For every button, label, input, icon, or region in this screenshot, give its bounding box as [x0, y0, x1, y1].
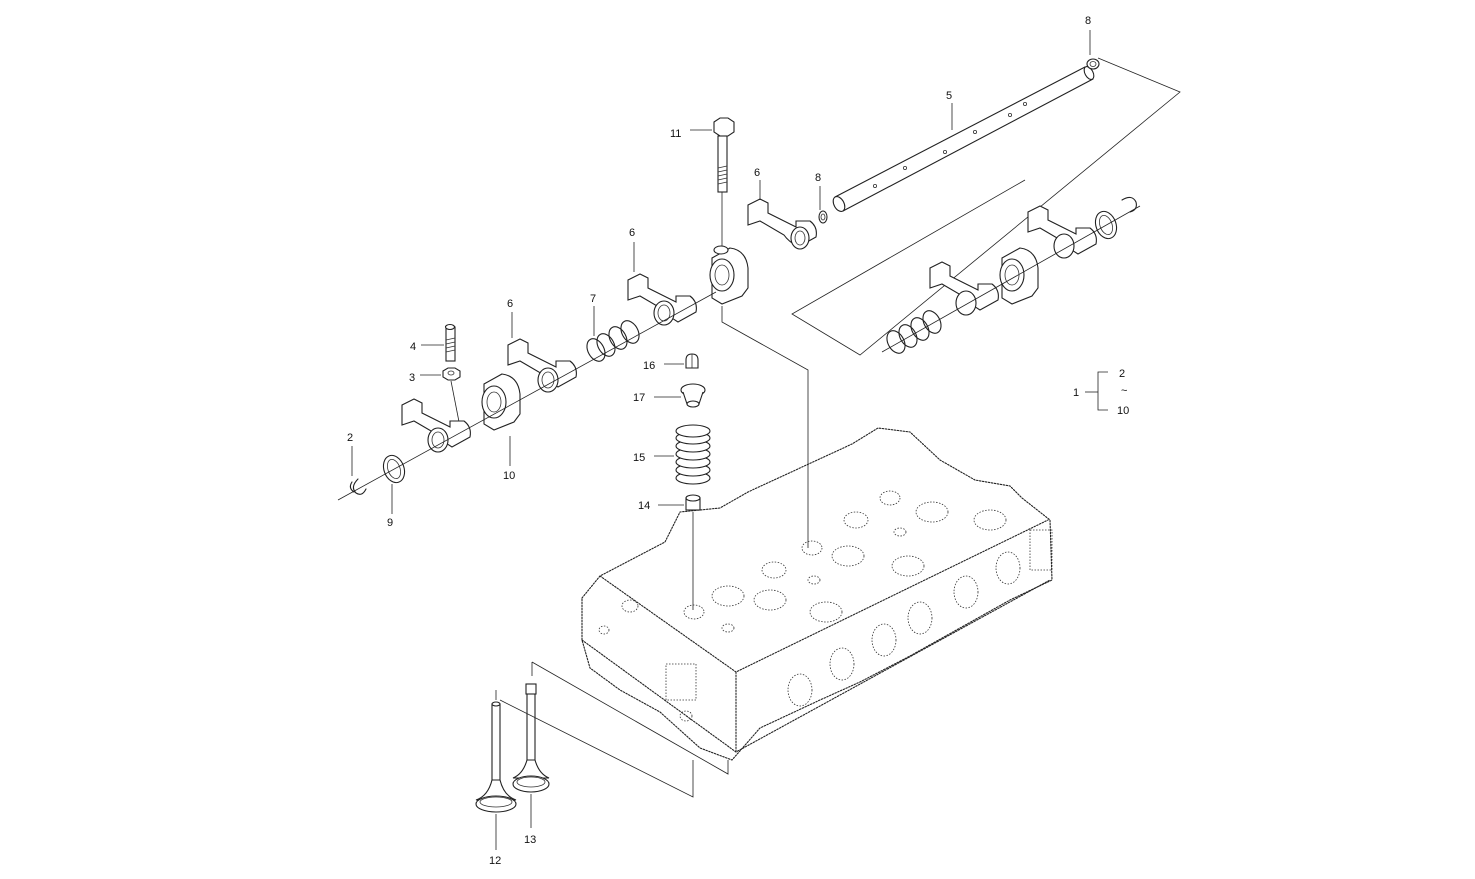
- rocker-arm-top[interactable]: [747, 198, 817, 250]
- rocker-arm-left[interactable]: [401, 398, 471, 453]
- valve-spring[interactable]: [675, 424, 711, 485]
- callout-13[interactable]: 13: [524, 834, 536, 846]
- callout-8-mid[interactable]: 8: [815, 172, 821, 184]
- callout-kit-2[interactable]: 2: [1119, 368, 1125, 380]
- right-rocker-assembly: [881, 196, 1141, 354]
- rocker-shaft[interactable]: [831, 65, 1096, 213]
- cylinder-head[interactable]: [581, 427, 1053, 761]
- valve-spring-retainer[interactable]: [680, 383, 706, 408]
- intake-valve[interactable]: [512, 683, 550, 793]
- rocker-bracket-bolt[interactable]: [713, 117, 735, 246]
- callout-6-low[interactable]: 6: [507, 298, 513, 310]
- rocker-arm-lower[interactable]: [507, 338, 577, 393]
- rocker-arm-middle[interactable]: [627, 273, 697, 326]
- callout-2[interactable]: 2: [347, 432, 353, 444]
- callout-7[interactable]: 7: [590, 293, 596, 305]
- callout-17[interactable]: 17: [633, 392, 645, 404]
- rocker-bracket-center[interactable]: [709, 245, 749, 305]
- kit-range-sep: ~: [1121, 385, 1127, 397]
- callout-9[interactable]: 9: [387, 517, 393, 529]
- valve-stem-seal[interactable]: [685, 494, 701, 511]
- valve-cotter[interactable]: [685, 353, 699, 369]
- shaft-plug-top[interactable]: [1086, 58, 1100, 70]
- callout-6-mid[interactable]: 6: [629, 227, 635, 239]
- callout-1[interactable]: 1: [1073, 387, 1079, 399]
- callout-6-top[interactable]: 6: [754, 167, 760, 179]
- callout-15[interactable]: 15: [633, 452, 645, 464]
- callout-kit-10[interactable]: 10: [1117, 405, 1129, 417]
- callout-11[interactable]: 11: [670, 128, 681, 140]
- adjusting-screw[interactable]: [444, 323, 456, 362]
- callout-4[interactable]: 4: [410, 341, 416, 353]
- callout-14[interactable]: 14: [638, 500, 650, 512]
- shaft-plug-small[interactable]: [818, 210, 828, 224]
- callout-5[interactable]: 5: [946, 90, 952, 102]
- callout-16[interactable]: 16: [643, 360, 655, 372]
- rocker-bracket-left[interactable]: [481, 373, 521, 431]
- callout-8-top[interactable]: 8: [1085, 15, 1091, 27]
- callout-10[interactable]: 10: [503, 470, 515, 482]
- callout-3[interactable]: 3: [409, 372, 415, 384]
- callout-12[interactable]: 12: [489, 855, 501, 867]
- rocker-spring[interactable]: [583, 318, 642, 365]
- lock-nut[interactable]: [442, 367, 461, 381]
- exhaust-valve[interactable]: [475, 701, 517, 813]
